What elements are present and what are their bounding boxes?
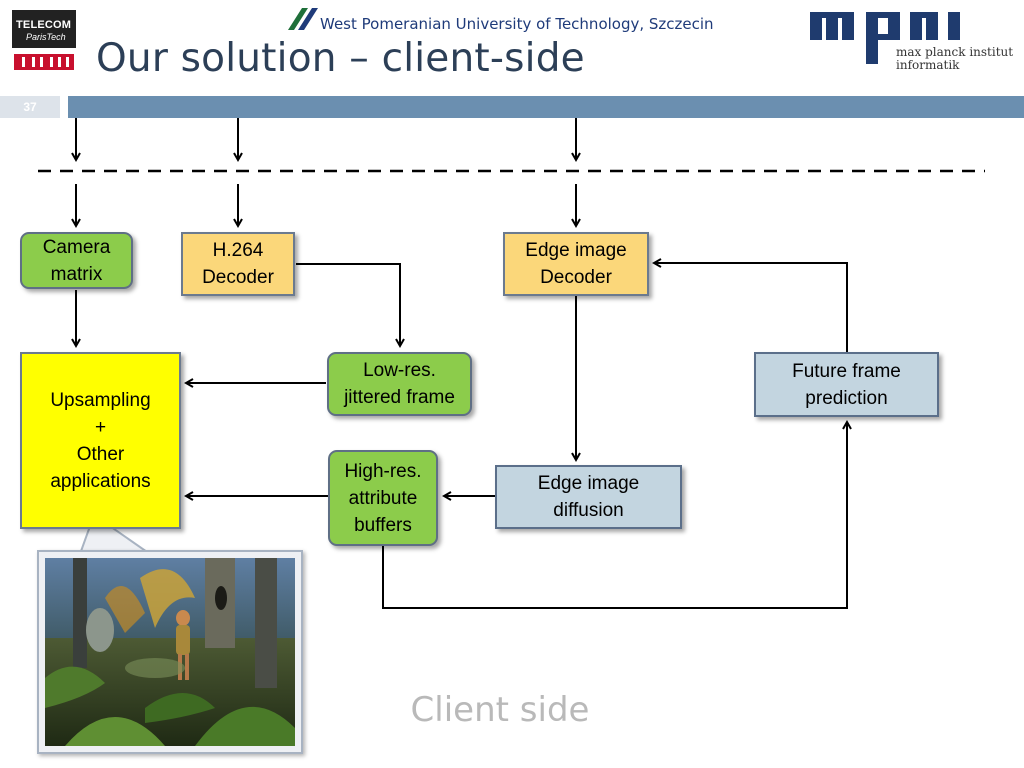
university-emblem-icon (288, 8, 318, 30)
upsampling-line2: + (94, 416, 107, 438)
high-res-buffers-line1: High-res. (344, 460, 422, 482)
h264-decoder-line2: Decoder (202, 267, 274, 288)
edge-image-decoder-line1: Edge image (525, 240, 627, 261)
page-title: Our solution – client-side (96, 36, 585, 81)
title-underline-bar (68, 96, 1024, 118)
edge-image-decoder-box: Edge image Decoder (503, 232, 649, 296)
future-frame-prediction-line1: Future frame (792, 360, 901, 382)
camera-matrix-line1: Camera (42, 236, 111, 258)
future-frame-prediction-line2: prediction (805, 387, 888, 409)
high-res-buffers-line3: buffers (354, 514, 412, 536)
h264-decoder-box: H.264 Decoder (181, 232, 295, 296)
telecom-logo-line2: ParisTech (26, 32, 66, 42)
telecom-paristech-logo: TELECOM ParisTech (12, 10, 76, 72)
low-res-frame-box: Low-res. jittered frame (327, 352, 472, 416)
edge-image-diffusion-box: Edge image diffusion (495, 465, 682, 529)
upsampling-line3: Other (76, 443, 125, 465)
mpi-logo: max planck institut informatik (810, 10, 1015, 72)
rendered-scene-image (37, 550, 303, 754)
high-res-buffers-line2: attribute (348, 487, 418, 509)
low-res-frame-line2: jittered frame (344, 387, 455, 408)
client-side-label: Client side (410, 690, 590, 730)
low-res-frame-line1: Low-res. (363, 360, 436, 381)
mpi-name-line2: informatik (896, 58, 960, 72)
upsampling-box: Upsampling + Other applications (20, 352, 181, 529)
forest-fairy-scene-icon (45, 558, 295, 746)
mpi-glyph-icon (810, 12, 960, 64)
telecom-logo-line1: TELECOM (16, 19, 72, 31)
upsampling-line4: applications (50, 470, 151, 492)
h264-decoder-line1: H.264 (212, 240, 264, 261)
edge-image-diffusion-line2: diffusion (553, 500, 624, 521)
upsampling-line1: Upsampling (50, 389, 151, 411)
mpi-name-line1: max planck institut (896, 45, 1014, 59)
future-frame-prediction-box: Future frame prediction (754, 352, 939, 417)
camera-matrix-line2: matrix (50, 263, 103, 285)
edge-image-decoder-line2: Decoder (540, 267, 612, 288)
high-res-buffers-box: High-res. attribute buffers (328, 450, 438, 546)
camera-matrix-box: Camera matrix (20, 232, 133, 289)
edge-image-diffusion-line1: Edge image (537, 473, 640, 494)
slide-number: 37 (0, 96, 60, 118)
university-name: West Pomeranian University of Technology… (320, 15, 714, 33)
